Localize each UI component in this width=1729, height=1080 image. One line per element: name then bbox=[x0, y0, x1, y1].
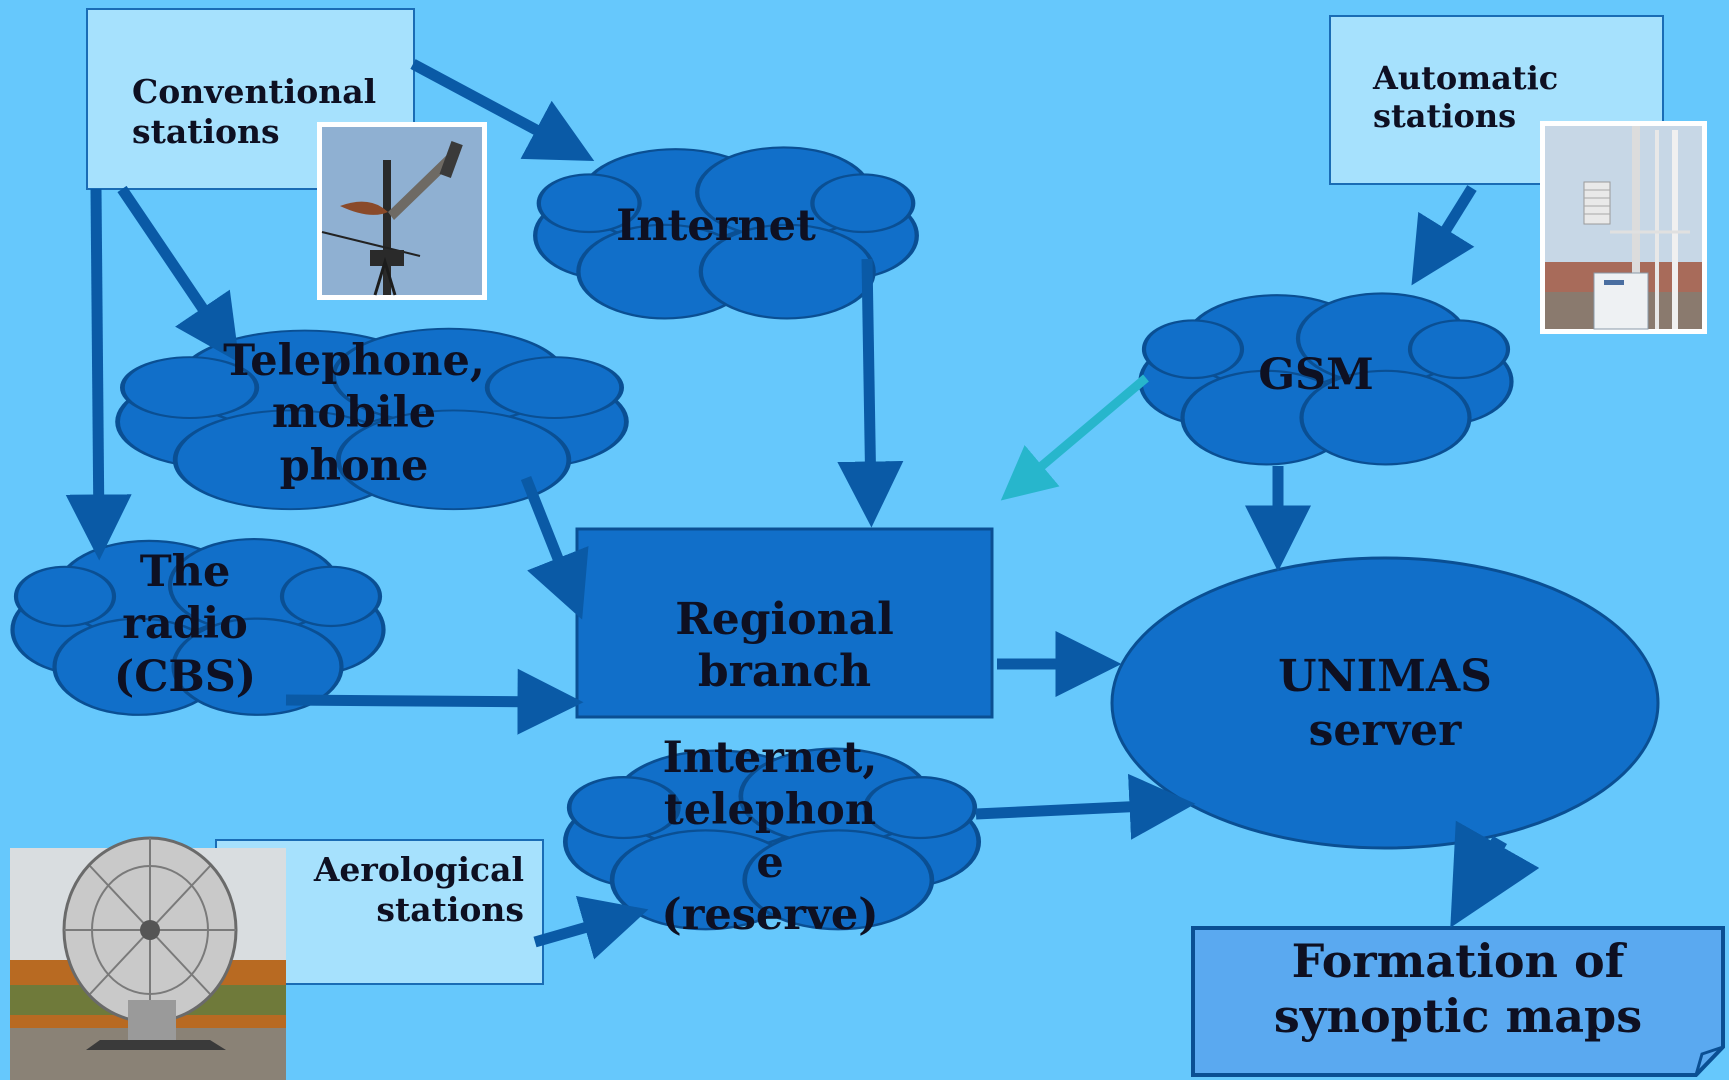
radio-label: The radio (CBS) bbox=[113, 547, 257, 702]
arrow-automatic-to-gsm bbox=[1411, 185, 1477, 286]
anemometer-photo bbox=[317, 122, 487, 300]
unimas-server-ellipse bbox=[1110, 556, 1660, 850]
arrow-unimas-to-synoptic bbox=[1450, 820, 1540, 928]
synoptic-maps-box bbox=[1191, 926, 1725, 1077]
aerological-stations-label: Aerological stations bbox=[313, 850, 524, 929]
internet-label: Internet bbox=[616, 201, 816, 251]
arrow-telephone-to-regional bbox=[520, 475, 589, 620]
regional-branch-box bbox=[575, 527, 994, 719]
synoptic-maps-label: Formation of synoptic maps bbox=[1273, 934, 1643, 1044]
synoptic-maps-fold bbox=[1694, 1045, 1724, 1076]
unimas-server-label: UNIMAS server bbox=[1278, 651, 1492, 756]
arrow-internet-to-regional bbox=[837, 258, 904, 528]
arrow-conventional-to-telephone bbox=[117, 185, 240, 363]
arrow-gsm-to-regional bbox=[1000, 374, 1149, 501]
gsm-label: GSM bbox=[1258, 350, 1374, 400]
arrows bbox=[65, 59, 1540, 960]
arrow-reserve-to-unimas bbox=[975, 773, 1196, 840]
automatic-stations-label: Automatic stations bbox=[1373, 59, 1559, 136]
arrow-conventional-to-internet bbox=[410, 59, 595, 161]
radar-dish-photo bbox=[10, 836, 286, 1080]
arrow-conventional-to-radio bbox=[65, 188, 132, 561]
telephone-label: Telephone, mobile phone bbox=[223, 336, 485, 491]
weather-station-photo bbox=[1540, 121, 1707, 334]
arrow-aerological-to-reserve bbox=[533, 895, 649, 960]
regional-branch-label: Regional branch bbox=[675, 594, 894, 697]
internet-reserve-label: Internet, telephon e (reserve) bbox=[661, 733, 879, 941]
arrow-radio-to-regional bbox=[285, 668, 584, 735]
conventional-stations-label: Conventional stations bbox=[132, 72, 377, 151]
